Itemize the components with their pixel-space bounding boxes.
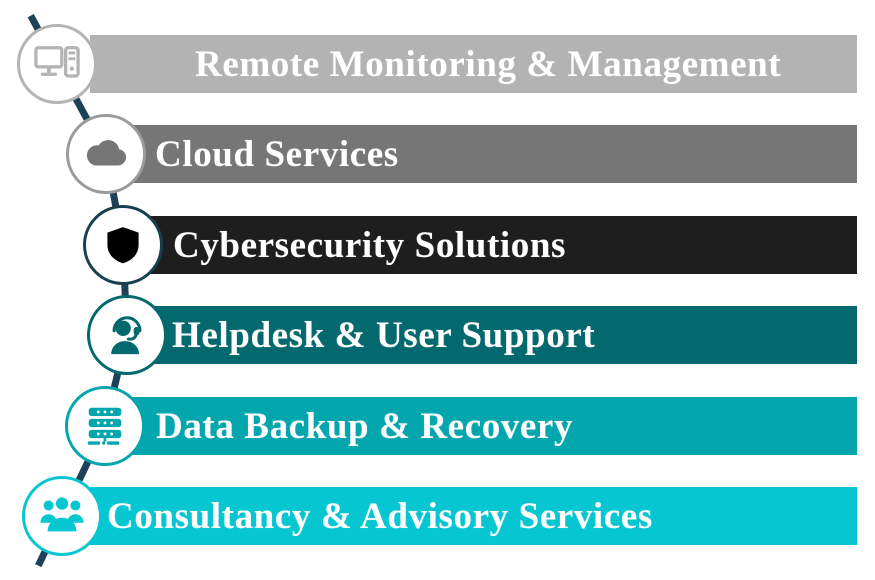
service-node[interactable] (17, 24, 97, 104)
service-node[interactable] (22, 476, 102, 556)
service-bar[interactable]: Helpdesk & User Support (138, 306, 857, 364)
server-stack-icon (82, 403, 128, 449)
cloud-icon (83, 131, 129, 177)
service-label: Cloud Services (155, 133, 399, 175)
service-node[interactable] (83, 205, 163, 285)
service-node[interactable] (66, 114, 146, 194)
service-node[interactable] (65, 386, 145, 466)
service-bar[interactable]: Cybersecurity Solutions (133, 216, 857, 274)
service-label: Data Backup & Recovery (156, 405, 574, 447)
service-bar[interactable]: Cloud Services (113, 125, 857, 183)
service-bar[interactable]: Remote Monitoring & Management (90, 35, 857, 93)
shield-icon (101, 223, 145, 267)
service-bar[interactable]: Data Backup & Recovery (118, 397, 857, 455)
service-label: Cybersecurity Solutions (173, 224, 567, 266)
headset-support-icon (104, 312, 150, 358)
people-group-icon (39, 493, 85, 539)
service-label: Helpdesk & User Support (172, 314, 596, 356)
service-bar[interactable]: Consultancy & Advisory Services (75, 487, 857, 545)
service-label: Consultancy & Advisory Services (107, 495, 653, 537)
service-label: Remote Monitoring & Management (195, 43, 782, 85)
desktop-computer-icon (34, 41, 80, 87)
service-node[interactable] (87, 295, 167, 375)
